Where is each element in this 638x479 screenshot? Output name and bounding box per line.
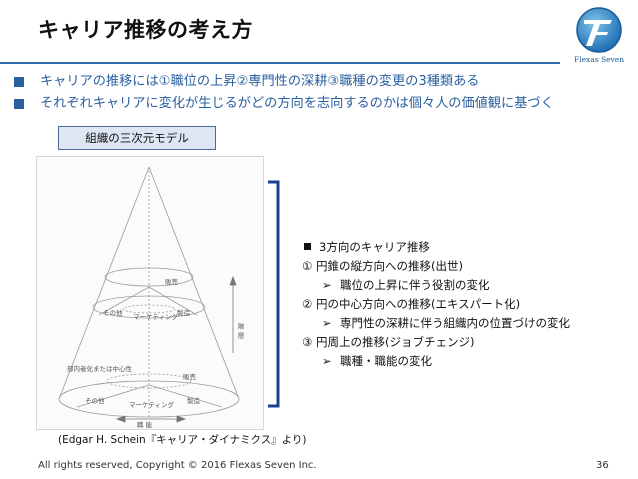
bullet-text: それぞれキャリアに変化が生じるがどの方向を志向するのかは個々人の価値観に基づく [40,96,554,111]
bullet-list: キャリアの推移には①職位の上昇②専門性の深耕③職種の変更の3種類ある それぞれキ… [12,71,638,115]
slide-title: キャリア推移の考え方 [38,18,253,42]
bullet-square-icon [14,99,24,109]
copyright-footer: All rights reserved, Copyright © 2016 Fl… [38,460,317,471]
bullet-item: それぞれキャリアに変化が生じるがどの方向を志向するのかは個々人の価値観に基づく [12,93,638,115]
direction-sub-2: ➢専門性の深耕に伴う組織内の位置づけの変化 [302,314,632,333]
flexas-seven-logo: Flexas Seven [574,7,624,64]
panel-heading: 3方向のキャリア推移 [302,238,632,257]
direction-item-2: ② 円の中心方向への推移(エキスパート化) [302,297,521,311]
direction-sub-1: ➢職位の上昇に伴う役割の変化 [302,276,632,295]
title-underline [0,62,560,64]
career-directions-panel: 3方向のキャリア推移 ① 円錐の縦方向への推移(出世) ➢職位の上昇に伴う役割の… [302,238,632,371]
arrow-bullet-icon: ➢ [322,278,332,292]
fig-label-bottom-right: 製造 [187,396,201,405]
logo-text: Flexas Seven [574,55,624,64]
page-number: 36 [596,460,609,471]
bullet-square-icon [14,77,24,87]
model-label: 組織の三次元モデル [58,126,216,150]
figure-caption: (Edgar H. Schein『キャリア・ダイナミクス』より) [58,434,307,446]
fig-label-mid-left: その他 [103,308,123,317]
fig-label-bottom-left: その他 [85,396,105,405]
fig-label-low-right: 販売 [183,372,197,381]
fig-label-top: 販売 [165,277,179,286]
fig-axis-bottom: 職 能 [137,420,153,429]
direction-sub-3: ➢職種・職能の変化 [302,352,632,371]
arrow-bullet-icon: ➢ [322,316,332,330]
fig-label-mid-right: 製造 [177,308,191,317]
bullet-text: キャリアの推移には①職位の上昇②専門性の深耕③職種の変更の3種類ある [40,74,480,89]
heading-square-icon [304,243,311,250]
direction-item-3: ③ 円周上の推移(ジョブチェンジ) [302,335,475,349]
direction-item-1: ① 円錐の縦方向への推移(出世) [302,259,463,273]
arrow-bullet-icon: ➢ [322,354,332,368]
bullet-item: キャリアの推移には①職位の上昇②専門性の深耕③職種の変更の3種類ある [12,71,638,93]
fig-axis-right: 階 層 [236,322,244,340]
cone-diagram: 販売 その他 マーケティング 製造 部内者化または中心性 販売 その他 マーケテ… [58,166,244,429]
fig-label-low-left: 部内者化または中心性 [67,364,133,373]
fig-label-bottom-center: マーケティング [129,400,174,409]
fig-label-mid-center: マーケティング [133,312,178,321]
cone-figure: 販売 その他 マーケティング 製造 部内者化または中心性 販売 その他 マーケテ… [36,156,264,430]
right-bracket [268,180,280,408]
